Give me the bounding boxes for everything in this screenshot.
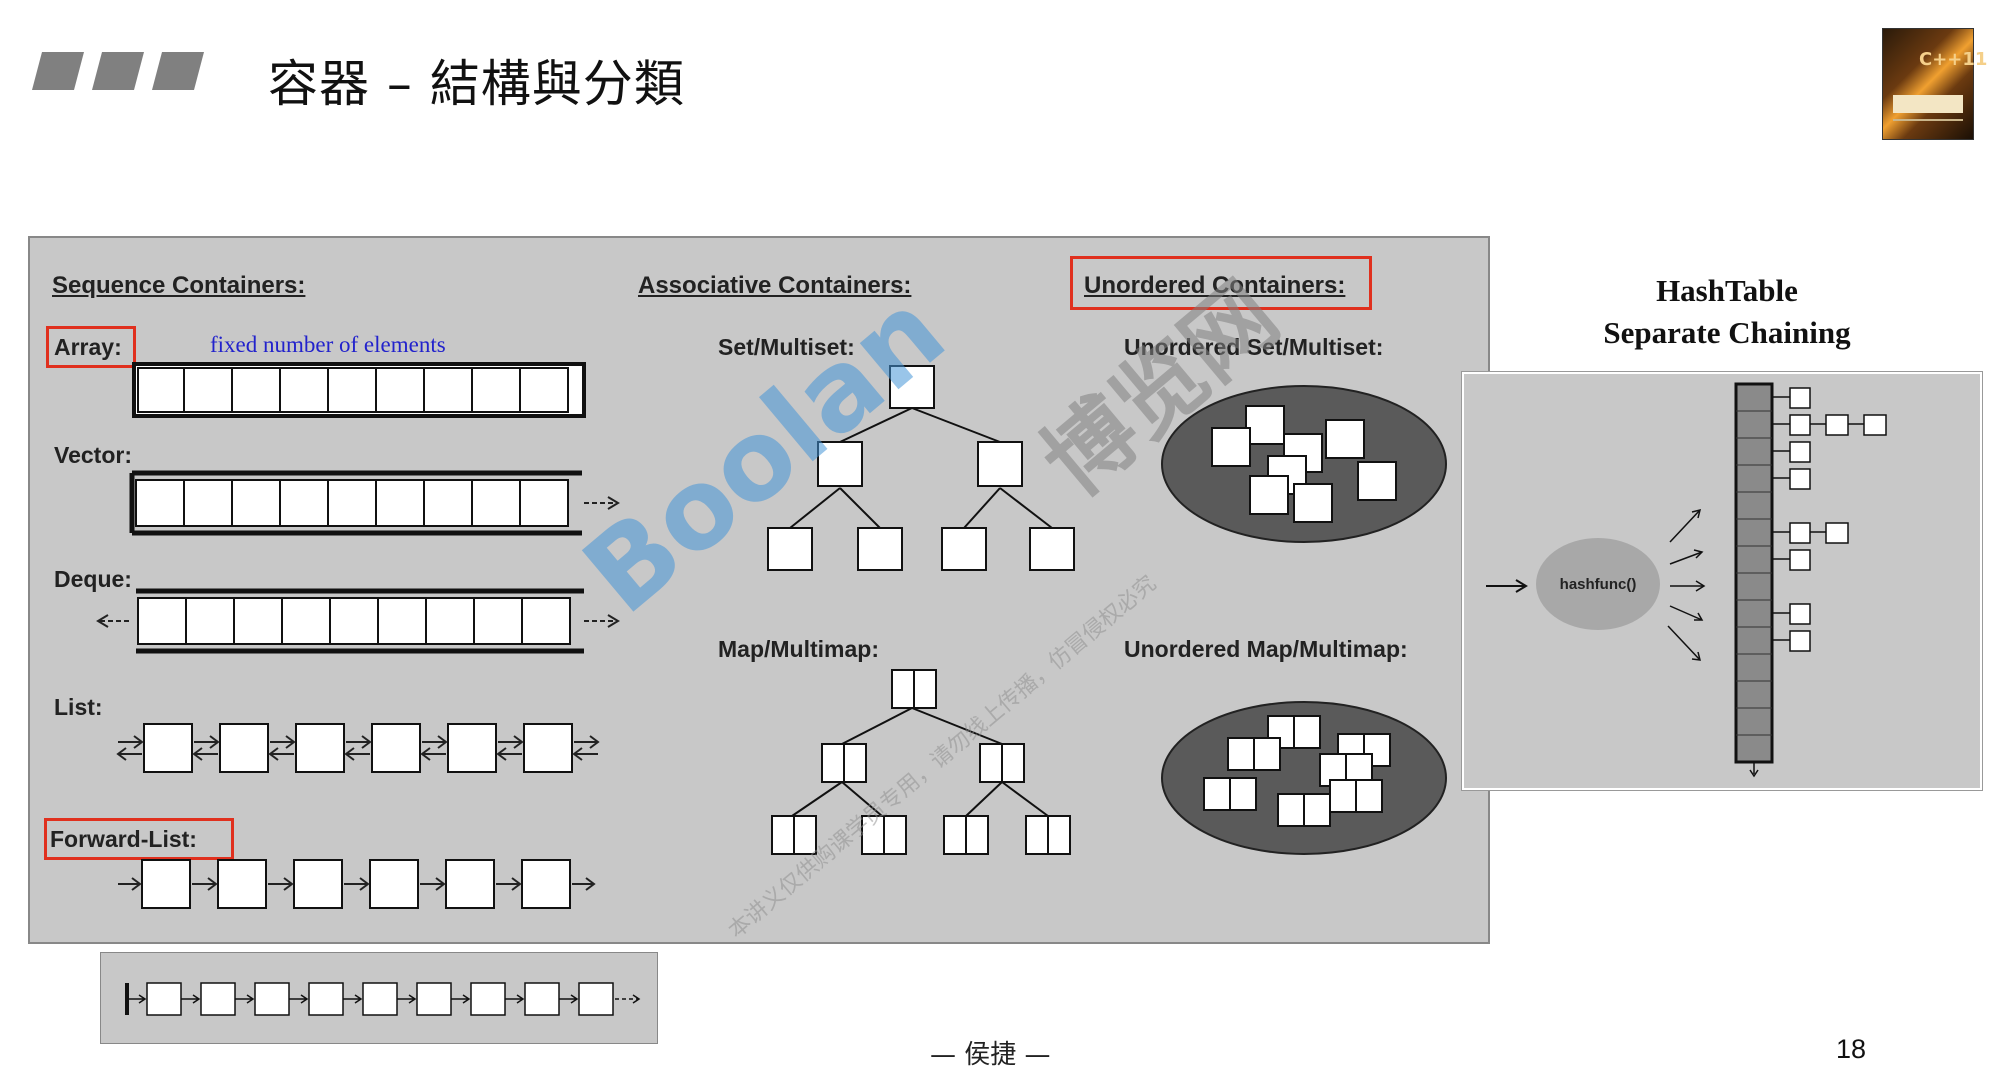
hashtable-title-line1: HashTable [1656, 273, 1798, 308]
forward-list-diagram [118, 859, 596, 909]
unordered-set-multiset-label: Unordered Set/Multiset: [1124, 334, 1384, 360]
set-tree-diagram [767, 365, 1075, 571]
array-note: fixed number of elements [210, 332, 446, 357]
hashfunc-label: hashfunc() [1560, 576, 1637, 593]
deque-label: Deque: [54, 566, 132, 592]
list-label: List: [54, 694, 103, 720]
book-cover-image: C++11 [1882, 28, 1987, 140]
associative-containers-heading: Associative Containers: [638, 272, 912, 299]
hashtable-title-line2: Separate Chaining [1603, 315, 1851, 350]
map-multimap-label: Map/Multimap: [718, 636, 879, 662]
deque-diagram [96, 588, 620, 654]
set-multiset-label: Set/Multiset: [718, 334, 855, 360]
array-label: Array: [54, 334, 122, 360]
unordered-set-diagram [1161, 385, 1447, 543]
book-cover-label: C++11 [1919, 49, 1988, 70]
slide-title: 容器 – 結構與分類 [268, 55, 685, 113]
array-highlight [46, 326, 136, 368]
hashtable-panel: hashfunc() [1461, 371, 1983, 791]
unordered-map-multimap-label: Unordered Map/Multimap: [1124, 636, 1408, 662]
hashtable-title: HashTable Separate Chaining [1552, 270, 1902, 354]
sequence-containers-heading: Sequence Containers: [52, 272, 306, 299]
author-footer: — 侯捷 — [930, 1040, 1051, 1070]
unordered-containers-heading: Unordered Containers: [1084, 272, 1346, 299]
map-tree-diagram [771, 669, 1071, 855]
array-diagram [132, 362, 586, 418]
containers-diagram-panel: Sequence Containers: Associative Contain… [28, 236, 1490, 944]
forward-list-detail-diagram [125, 982, 641, 1016]
hashtable-diagram: hashfunc() [1486, 382, 1887, 778]
unordered-map-diagram [1161, 701, 1447, 855]
vector-label: Vector: [54, 442, 132, 468]
list-diagram [116, 723, 600, 773]
forward-list-highlight [44, 818, 234, 860]
vector-diagram [129, 470, 620, 536]
forward-list-label: Forward-List: [50, 826, 197, 852]
title-decoration-bars [32, 52, 204, 90]
unordered-containers-highlight [1070, 256, 1372, 310]
page-number: 18 [1836, 1034, 1867, 1064]
forward-list-detail-panel [100, 952, 658, 1044]
